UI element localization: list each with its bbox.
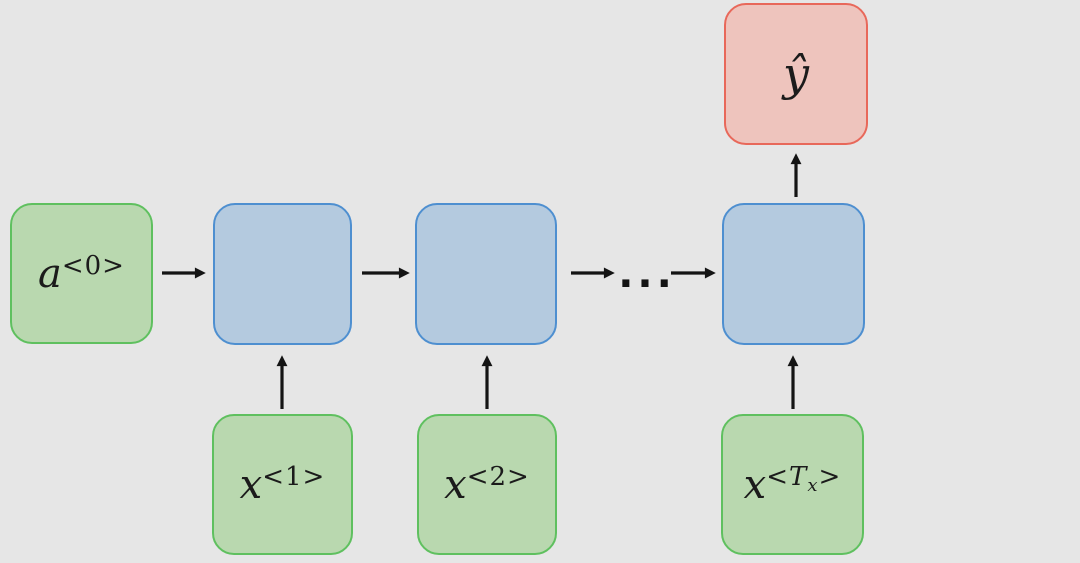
rnn-cell-2	[415, 203, 557, 345]
node-xTx: x<Tx>	[721, 414, 864, 555]
node-x1-label: x<1>	[239, 462, 326, 508]
node-x1: x<1>	[212, 414, 353, 555]
node-xTx-label: x<Tx>	[743, 462, 842, 508]
node-yhat: ŷ	[724, 3, 868, 145]
node-x2: x<2>	[417, 414, 557, 555]
node-x2-label: x<2>	[444, 462, 530, 508]
node-a0-label: a<0>	[38, 251, 125, 297]
ellipsis-dots: ...	[618, 251, 676, 297]
rnn-cell-1	[213, 203, 352, 345]
rnn-cell-last	[722, 203, 865, 345]
node-a0: a<0>	[10, 203, 153, 344]
node-yhat-label: ŷ	[783, 47, 809, 101]
